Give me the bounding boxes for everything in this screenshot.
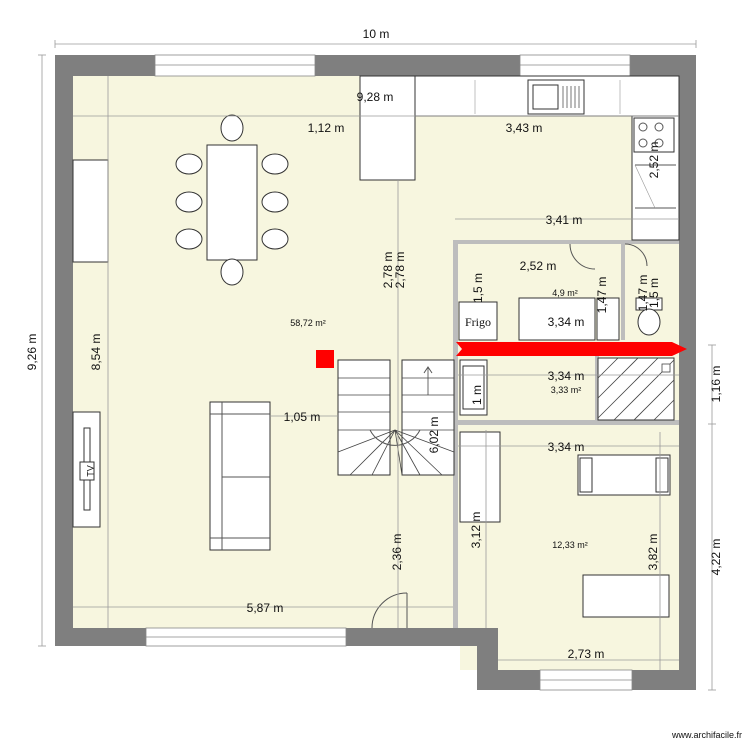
shower — [597, 357, 675, 421]
dim-stair-2-78-b: 2,78 m — [393, 252, 407, 289]
dimension-labels: 10 m 9,26 m 8,54 m 9,28 m 1,12 m 3,43 m … — [25, 27, 723, 661]
dim-corridor-1-m: 1 m — [470, 385, 484, 405]
area-bedroom: 12,33 m² — [552, 540, 588, 550]
dim-stair-6-02: 6,02 m — [427, 417, 441, 454]
dim-overall-height: 9,26 m — [25, 334, 39, 371]
desk — [582, 574, 670, 618]
dim-corridor-3-34: 3,34 m — [548, 369, 585, 383]
living-furniture: TV — [72, 159, 271, 551]
chair — [261, 191, 289, 213]
window-top-left — [154, 54, 316, 77]
chair — [220, 258, 244, 286]
doors — [371, 592, 408, 629]
dim-living-5-87: 5,87 m — [247, 601, 284, 615]
bath-cabinet — [596, 297, 620, 341]
wall-shower — [595, 356, 599, 422]
area-bathroom: 4,9 m² — [552, 288, 578, 298]
dim-bedroom-3-34: 3,34 m — [548, 440, 585, 454]
wall-bedroom-top — [458, 420, 679, 425]
door-arc-entry — [371, 592, 408, 629]
dimension-lines — [38, 40, 716, 691]
sideboard — [72, 159, 109, 263]
bath-vanity — [518, 297, 596, 341]
tv-label-box — [79, 461, 95, 481]
stair-left — [337, 359, 391, 476]
sofa — [209, 401, 271, 551]
pillow-left — [579, 457, 593, 493]
chair — [175, 153, 203, 175]
wall-bath-top — [453, 240, 679, 244]
dim-stair-2-78-a: 2,78 m — [381, 252, 395, 289]
red-arrow — [456, 342, 687, 356]
dim-kitchen-2-52: 2,52 m — [647, 142, 661, 179]
chair — [261, 153, 289, 175]
watermark: www.archifacile.fr — [671, 730, 742, 740]
dim-kitchen-3-41: 3,41 m — [546, 213, 583, 227]
dim-bath-2-52: 2,52 m — [520, 259, 557, 273]
sink-basin — [532, 84, 559, 110]
wall-wc — [621, 240, 625, 340]
dim-kitchen-3-43: 3,43 m — [506, 121, 543, 135]
fridge — [458, 301, 498, 341]
dim-bedroom-3-12: 3,12 m — [469, 512, 483, 549]
area-labels: 58,72 m² 4,9 m² 3,33 m² 12,33 m² — [290, 288, 588, 550]
door-arc-wc — [624, 243, 648, 267]
dim-kitchen-1-12: 1,12 m — [308, 121, 345, 135]
dim-kitchen-top: 9,28 m — [357, 90, 394, 104]
pillow-right — [655, 457, 669, 493]
dim-bath-1-5: 1,5 m — [471, 273, 485, 303]
wardrobe — [459, 431, 501, 523]
corridor-sink-basin — [462, 365, 485, 410]
dim-bedroom-3-82: 3,82 m — [646, 534, 660, 571]
chair — [220, 114, 244, 142]
chair — [261, 228, 289, 250]
dim-bath-1-47: 1,47 m — [595, 277, 609, 314]
bed — [577, 454, 671, 496]
area-corridor: 3,33 m² — [551, 385, 582, 395]
dim-bath-3-34: 3,34 m — [548, 315, 585, 329]
inner-walls — [453, 240, 679, 628]
dim-bedroom-2-73: 2,73 m — [568, 647, 605, 661]
dim-stair-1-05: 1,05 m — [284, 410, 321, 424]
wall-right — [679, 55, 696, 690]
dim-overall-width: 10 m — [363, 27, 390, 41]
dining-set — [175, 114, 289, 286]
wall-vertical-center — [453, 240, 458, 628]
dim-left-inner: 8,54 m — [89, 334, 103, 371]
wet-rooms: Frigo — [458, 243, 675, 421]
dim-right-4-22: 4,22 m — [709, 539, 723, 576]
red-marker — [316, 350, 334, 368]
staircase — [316, 350, 455, 476]
door-arc-bath — [569, 243, 596, 270]
dining-table — [206, 144, 258, 261]
window-top-right — [519, 54, 631, 77]
chair — [175, 191, 203, 213]
dim-living-2-36: 2,36 m — [390, 534, 404, 571]
chair — [175, 228, 203, 250]
kitchen-island — [359, 75, 416, 181]
toilet-bowl — [637, 308, 661, 336]
dim-right-1-16: 1,16 m — [709, 366, 723, 403]
wall-left — [55, 55, 73, 646]
tv-label: TV — [85, 465, 95, 477]
dim-wc-1-5: 1,5 m — [647, 278, 661, 308]
fridge-label: Frigo — [465, 315, 491, 329]
bedroom-furniture — [459, 431, 671, 618]
area-living: 58,72 m² — [290, 318, 326, 328]
dim-wc-1-47: 1,47 m — [636, 275, 650, 312]
